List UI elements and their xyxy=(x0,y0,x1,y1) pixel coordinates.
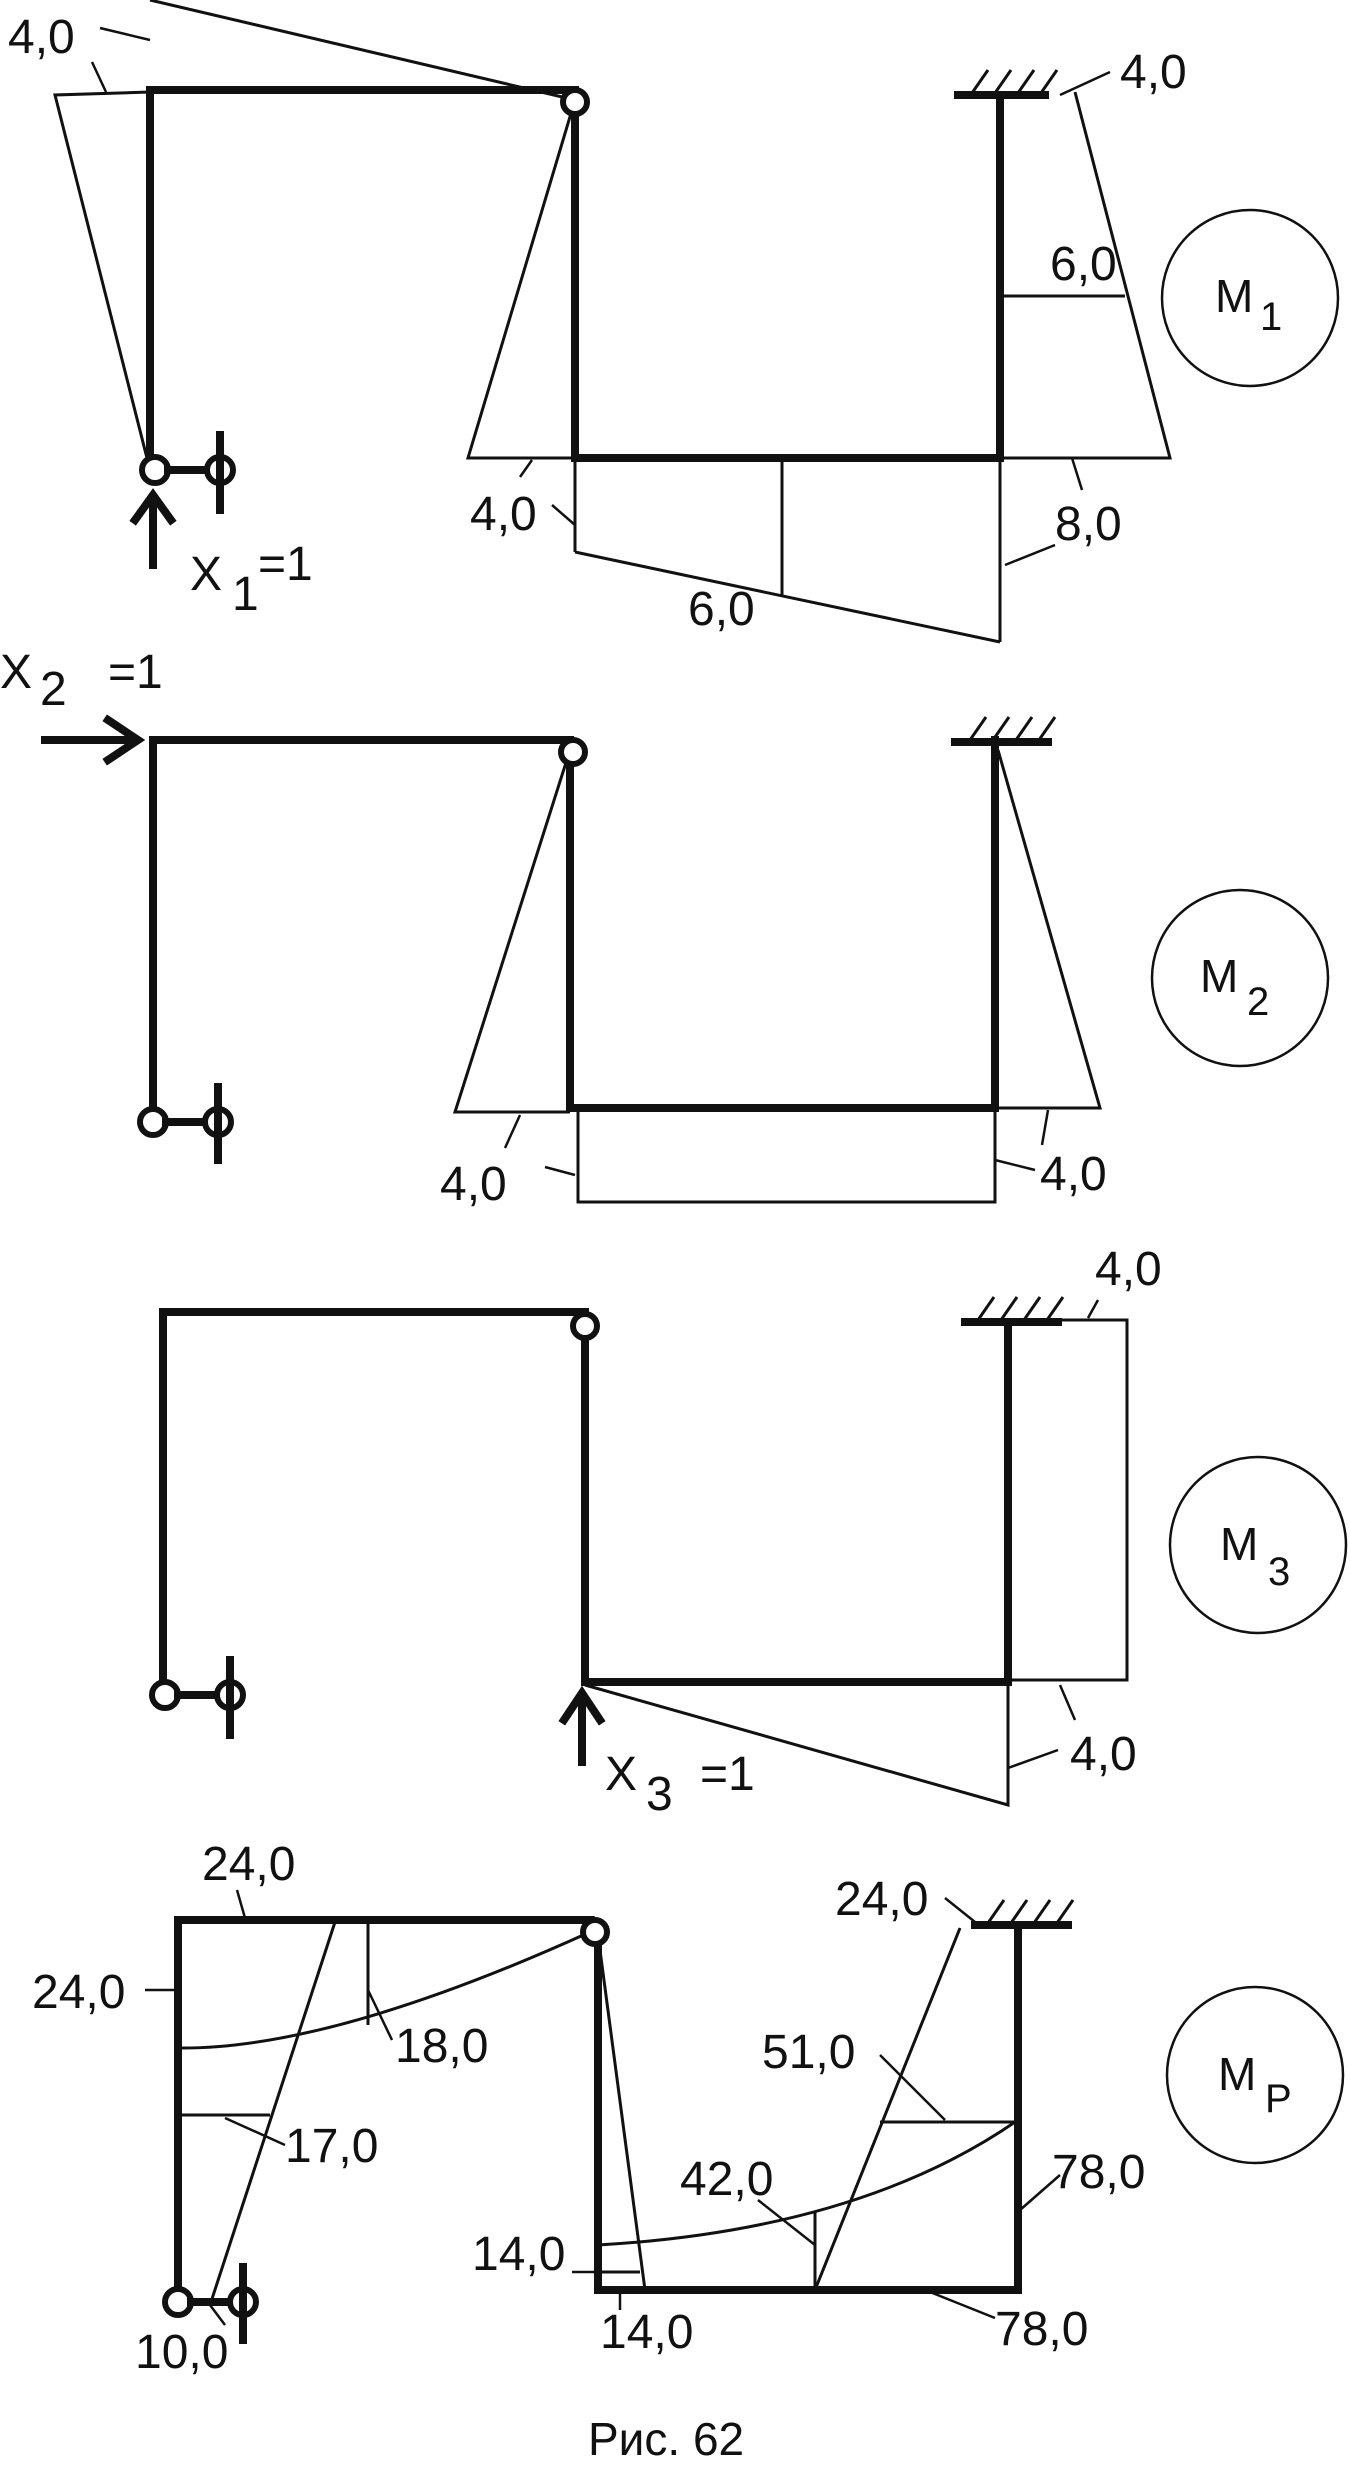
m2-value-left: 4,0 xyxy=(440,1158,507,1211)
m1-value-middle-bottom: 4,0 xyxy=(470,488,537,541)
mp-fixed-support xyxy=(971,1899,1075,1929)
m2-force-eq: =1 xyxy=(108,646,163,699)
mp-label-circle xyxy=(1165,1985,1345,2165)
m1-top-hinge xyxy=(560,87,590,117)
diagram-m3: 4,0 4,0 X 3 =1 M 3 xyxy=(149,1243,1348,1821)
mp-frame xyxy=(174,1916,1022,2309)
m3-frame xyxy=(159,1308,1012,1699)
mp-value-left-column: 24,0 xyxy=(32,1966,125,2019)
m2-label-circle xyxy=(1150,888,1330,1068)
m1-label: M xyxy=(1215,270,1253,322)
mp-value-78-column: 78,0 xyxy=(1052,2146,1145,2199)
m1-left-column-epure xyxy=(53,90,152,471)
m1-value-right-bottom: 8,0 xyxy=(1055,498,1122,551)
m3-bottom-beam-epure xyxy=(584,1683,1010,1807)
m1-label-circle xyxy=(1160,208,1340,388)
m1-frame xyxy=(146,86,1004,474)
m3-force-symbol: X xyxy=(605,1748,637,1801)
m1-force-sub: 1 xyxy=(232,568,259,621)
m1-right-column-epure xyxy=(1002,91,1172,460)
m2-force-arrow xyxy=(41,714,146,766)
mp-left-parabola xyxy=(177,1930,591,2050)
m1-force-arrow xyxy=(129,488,177,569)
m3-label-sub: 3 xyxy=(1268,1550,1290,1594)
m1-label-sub: 1 xyxy=(1260,295,1282,339)
diagram-m2: 4,0 4,0 X 2 =1 M 2 xyxy=(0,646,1330,1211)
m1-force-symbol: X xyxy=(190,548,222,601)
m3-label-circle xyxy=(1168,1455,1348,1635)
mp-label: M xyxy=(1218,2048,1256,2100)
mp-left-inclined-line xyxy=(208,1921,337,2306)
m1-value-left-top: 4,0 xyxy=(8,11,75,64)
mp-value-24-right: 24,0 xyxy=(835,1873,928,1926)
mp-value-14-bottom: 14,0 xyxy=(600,2306,693,2359)
m2-value-right: 4,0 xyxy=(1040,1148,1107,1201)
mp-value-18: 18,0 xyxy=(395,2020,488,2073)
mp-value-42: 42,0 xyxy=(680,2153,773,2206)
m1-value-right-middle: 6,0 xyxy=(1050,238,1117,291)
m1-middle-column-epure xyxy=(465,99,577,460)
mp-value-top-left: 24,0 xyxy=(202,1838,295,1891)
mp-value-51: 51,0 xyxy=(762,2026,855,2079)
m1-bottom-beam-epure xyxy=(574,550,1001,644)
mp-middle-inclined-line xyxy=(596,1934,647,2291)
m1-value-right-top: 4,0 xyxy=(1120,46,1187,99)
m3-value-bottom: 4,0 xyxy=(1070,1728,1137,1781)
m3-value-top: 4,0 xyxy=(1095,1243,1162,1296)
diagram-m1: 4,0 4,0 6,0 4,0 8,0 6,0 X 1 =1 M 1 xyxy=(8,0,1340,644)
mp-right-inclined-line xyxy=(813,1927,962,2291)
m2-fixed-support xyxy=(951,716,1057,746)
mp-top-hinge xyxy=(580,1917,610,1947)
m1-force-eq: =1 xyxy=(258,538,313,591)
m3-label: M xyxy=(1220,1518,1258,1570)
m2-bottom-beam-epure xyxy=(576,1112,997,1204)
m1-top-beam-epure xyxy=(149,0,576,102)
m2-right-column-epure xyxy=(996,749,1102,1110)
mp-value-14-left: 14,0 xyxy=(472,2228,565,2281)
mp-value-78-beam: 78,0 xyxy=(995,2303,1088,2356)
m3-force-arrow xyxy=(558,1685,606,1766)
m3-right-column-epure xyxy=(1010,1318,1129,1682)
diagram-mp: 24,0 24,0 18,0 17,0 10,0 24,0 51,0 42,0 … xyxy=(32,1838,1345,2379)
m2-top-hinge xyxy=(558,737,588,767)
m3-top-hinge xyxy=(570,1311,600,1341)
m1-value-bottom-beam: 6,0 xyxy=(688,583,755,636)
m2-frame xyxy=(149,736,999,1124)
mp-label-sub: P xyxy=(1265,2077,1292,2121)
m2-pin-support xyxy=(137,1083,234,1164)
m3-pin-support xyxy=(149,1656,246,1739)
mp-value-17: 17,0 xyxy=(285,2120,378,2173)
mp-bottom-parabola xyxy=(597,2118,1019,2247)
m1-pin-support xyxy=(139,431,236,514)
m2-force-symbol: X xyxy=(0,646,32,699)
m2-middle-column-epure xyxy=(452,749,572,1114)
m3-fixed-support xyxy=(961,1296,1065,1326)
m1-fixed-support xyxy=(954,69,1059,99)
m2-force-sub: 2 xyxy=(40,663,67,716)
m3-force-eq: =1 xyxy=(700,1748,755,1801)
mp-value-10: 10,0 xyxy=(135,2326,228,2379)
m2-label: M xyxy=(1200,950,1238,1002)
figure-caption: Рис. 62 xyxy=(588,2413,744,2465)
m2-label-sub: 2 xyxy=(1247,980,1269,1024)
mp-pin-support xyxy=(162,2263,259,2344)
m3-force-sub: 3 xyxy=(646,1768,673,1821)
